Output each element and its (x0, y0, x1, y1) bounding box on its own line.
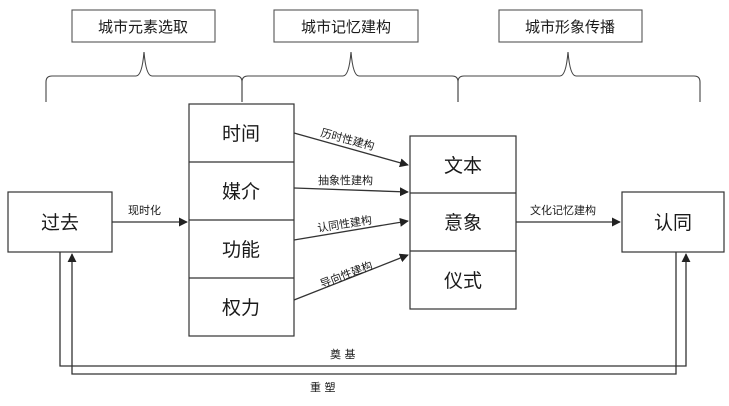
arrow-historical (293, 132, 409, 168)
arrow-identification (293, 217, 409, 241)
label-modernize: 现时化 (128, 203, 161, 217)
header-construction-label: 城市记忆建构 (301, 18, 391, 36)
label-reshape: 重 塑 (310, 380, 336, 394)
label-historical: 历时性建构 (319, 125, 376, 153)
brace-selection (45, 51, 243, 102)
arrow-guidance (293, 253, 409, 301)
node-past-label: 过去 (41, 212, 79, 234)
label-foundation: 奠 基 (330, 347, 356, 361)
arrow-foundation (59, 252, 691, 367)
form-text: 文本 (444, 155, 482, 177)
brace-communication (457, 51, 701, 102)
brace-construction (241, 51, 459, 102)
header-selection-label: 城市元素选取 (98, 18, 188, 36)
arrow-abstract (293, 187, 409, 197)
dimension-function: 功能 (222, 239, 260, 261)
header-communication-label: 城市形象传播 (525, 18, 615, 36)
node-identity: 认同 (621, 191, 725, 253)
node-past: 过去 (7, 191, 113, 253)
header-construction: 城市记忆建构 (273, 9, 419, 43)
dimension-power: 权力 (222, 297, 260, 319)
arrow-reshape (67, 252, 677, 375)
form-stack: 文本 意象 仪式 (409, 135, 517, 310)
dimension-time: 时间 (222, 123, 260, 145)
label-abstract: 抽象性建构 (318, 173, 373, 187)
header-communication: 城市形象传播 (498, 9, 643, 43)
label-guidance: 导向性建构 (318, 258, 374, 291)
header-selection: 城市元素选取 (71, 9, 216, 43)
label-cultural-memory: 文化记忆建构 (530, 203, 596, 217)
form-image: 意象 (444, 212, 482, 234)
form-ritual: 仪式 (444, 270, 482, 292)
dimension-media: 媒介 (222, 181, 260, 203)
dimension-stack: 时间 媒介 功能 权力 (188, 103, 295, 337)
node-identity-label: 认同 (654, 212, 692, 234)
